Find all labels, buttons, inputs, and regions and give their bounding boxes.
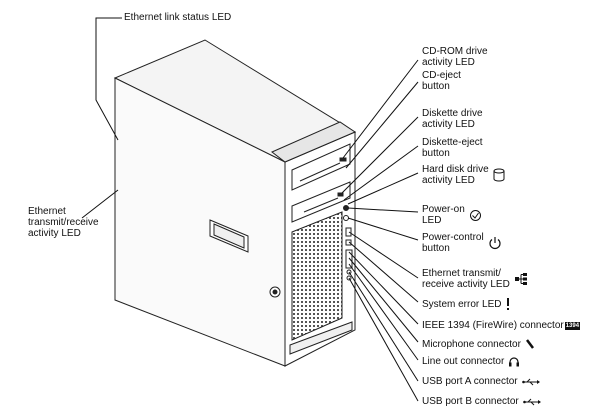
label-line: activity LED <box>422 119 475 130</box>
label-line: Power-on <box>422 204 465 215</box>
label-text: System error LED <box>422 298 502 310</box>
label-text: Ethernet link status LED <box>124 12 232 23</box>
leader-lines <box>81 17 419 402</box>
power-button-icon <box>489 237 501 250</box>
label-cd-eject: CD-eject button <box>422 70 461 92</box>
usb-icon <box>522 398 541 405</box>
side-lock <box>269 286 281 298</box>
label-power-on: Power-on LED <box>422 204 482 226</box>
cylinder-icon <box>493 168 505 182</box>
label-line: Hard disk drive <box>422 164 489 175</box>
label-line: Ethernet <box>28 206 66 217</box>
network-icon <box>514 273 527 285</box>
label-diskette-activity: Diskette drive activity LED <box>422 108 483 130</box>
label-text: Microphone connector <box>422 338 521 350</box>
side-handle <box>209 219 249 253</box>
label-line: Ethernet transmit/ <box>422 268 501 279</box>
front-details <box>289 143 353 355</box>
label-system-error: System error LED <box>422 298 511 310</box>
label-line: transmit/receive <box>28 217 99 228</box>
label-diskette-eject: Diskette-eject button <box>422 137 483 159</box>
bezel-top <box>271 121 357 163</box>
power-led-icon <box>469 209 481 221</box>
firewire-icon: 1394 <box>564 321 581 330</box>
label-line: activity LED <box>28 228 81 239</box>
label-usb-a: USB port A connector <box>422 376 540 387</box>
label-line-out: Line out connector <box>422 356 520 367</box>
diskette-drive <box>291 181 351 223</box>
label-ethernet-activity-left: Ethernet transmit/receive activity LED <box>28 206 99 239</box>
label-line: activity LED <box>422 57 475 68</box>
label-ethernet-activity-right: Ethernet transmit/ receive activity LED <box>422 268 528 290</box>
label-microphone: Microphone connector <box>422 338 535 350</box>
label-line: activity LED <box>422 175 475 186</box>
label-line: button <box>422 243 450 254</box>
front-vent <box>291 211 343 341</box>
label-ethernet-link-status: Ethernet link status LED <box>124 12 231 23</box>
label-text: USB port A connector <box>422 376 518 387</box>
label-usb-b: USB port B connector <box>422 396 541 407</box>
label-text: Line out connector <box>422 356 505 367</box>
label-line: button <box>422 81 450 92</box>
label-power-control: Power-control button <box>422 232 502 254</box>
label-text: USB port B connector <box>422 396 519 407</box>
label-line: receive activity LED <box>422 279 510 290</box>
label-line: CD-eject <box>422 70 461 81</box>
label-line: Diskette-eject <box>422 137 483 148</box>
label-line: CD-ROM drive <box>422 46 488 57</box>
label-cdrom-activity: CD-ROM drive activity LED <box>422 46 488 68</box>
label-text: IEEE 1394 (FireWire) connector <box>422 320 564 331</box>
label-line: Diskette drive <box>422 108 483 119</box>
label-line: LED <box>422 215 442 226</box>
label-ieee1394: IEEE 1394 (FireWire) connector 1394 <box>422 320 581 331</box>
label-line: button <box>422 148 450 159</box>
usb-icon <box>521 378 540 385</box>
exclamation-icon <box>507 298 510 310</box>
label-hard-disk-activity: Hard disk drive activity LED <box>422 164 505 186</box>
microphone-icon <box>525 339 534 349</box>
headphones-icon <box>509 357 520 367</box>
label-line: Power-control <box>422 232 484 243</box>
